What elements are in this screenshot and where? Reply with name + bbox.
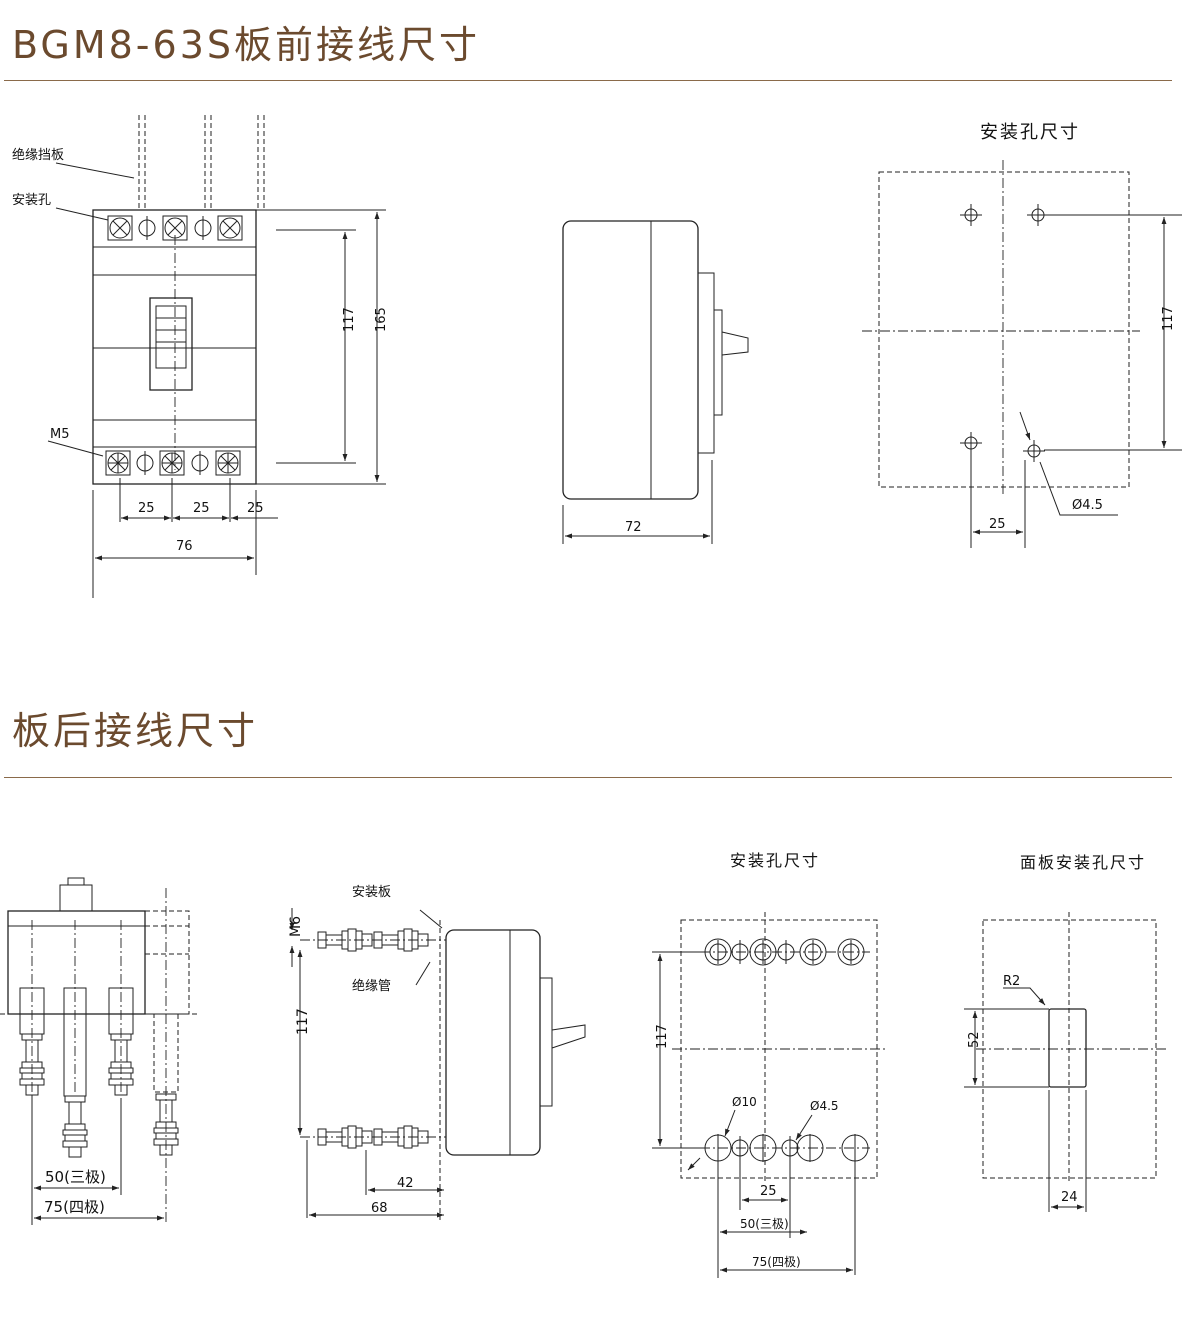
side-view-section1: 72 (562, 220, 749, 544)
side-dim-long: 68 (371, 1201, 388, 1216)
rear-hole-dim-three-pole: 50(三极) (740, 1217, 789, 1231)
side-view-section2: 安装板 绝缘管 M6 117 42 68 (288, 885, 586, 1220)
panel-view-section2: 面板安装孔尺寸 R2 52 24 (964, 853, 1168, 1212)
hole-dim-vertical: 117 (1161, 306, 1176, 331)
dim-depth: 72 (625, 520, 642, 535)
section-2-divider (4, 777, 1172, 778)
label-insulation-board: 绝缘挡板 (12, 147, 64, 163)
hole-view-section1: 安装孔尺寸 117 25 Ø4.5 (862, 122, 1182, 548)
rear-hole-dim-pitch: 25 (760, 1184, 777, 1199)
panel-dim-width: 24 (1061, 1190, 1078, 1205)
hole-view-section2: 安装孔尺寸 117 Ø10 Ø4.5 25 50(三极) 75(四极) (652, 851, 886, 1278)
section-1-title: BGM8-63S板前接线尺寸 (12, 23, 480, 67)
rear-hole-dim-small: Ø4.5 (810, 1099, 839, 1113)
rear-hole-dim-vertical: 117 (655, 1024, 670, 1049)
side-dim-vertical: 117 (295, 1008, 311, 1035)
label-insulation-tube: 绝缘管 (352, 978, 391, 994)
label-screw-m5: M5 (50, 427, 70, 442)
panel-dim-height: 52 (967, 1031, 982, 1048)
hole-view-title: 安装孔尺寸 (980, 122, 1080, 143)
rear-hole-view-title: 安装孔尺寸 (730, 851, 820, 870)
panel-dim-radius: R2 (1003, 974, 1020, 989)
dim-height-inner: 117 (342, 307, 357, 332)
section-1-divider (4, 80, 1172, 81)
hole-dim-horizontal: 25 (989, 517, 1006, 532)
dim-pitch-3: 25 (247, 501, 264, 516)
hole-dim-diameter: Ø4.5 (1072, 498, 1103, 513)
label-mounting-hole: 安装孔 (12, 193, 51, 208)
section-2-title: 板后接线尺寸 (12, 709, 259, 753)
rear-dim-three-pole: 50(三极) (45, 1168, 106, 1186)
rear-hole-dim-big: Ø10 (732, 1095, 757, 1109)
panel-view-title: 面板安装孔尺寸 (1020, 853, 1146, 872)
dim-height-total: 165 (374, 307, 389, 332)
label-mounting-plate: 安装板 (352, 885, 391, 900)
rear-hole-dim-four-pole: 75(四极) (752, 1255, 801, 1269)
rear-dim-four-pole: 75(四极) (44, 1198, 105, 1216)
dim-pitch-1: 25 (138, 501, 155, 516)
side-dim-thread: M6 (288, 916, 304, 937)
front-view-section2: 50(三极) 75(四极) (0, 877, 200, 1225)
front-view-section1: 绝缘挡板 安装孔 M5 117 165 25 25 25 76 (12, 115, 389, 598)
dim-pitch-2: 25 (193, 501, 210, 516)
side-dim-short: 42 (397, 1176, 414, 1191)
dim-width: 76 (176, 539, 193, 554)
